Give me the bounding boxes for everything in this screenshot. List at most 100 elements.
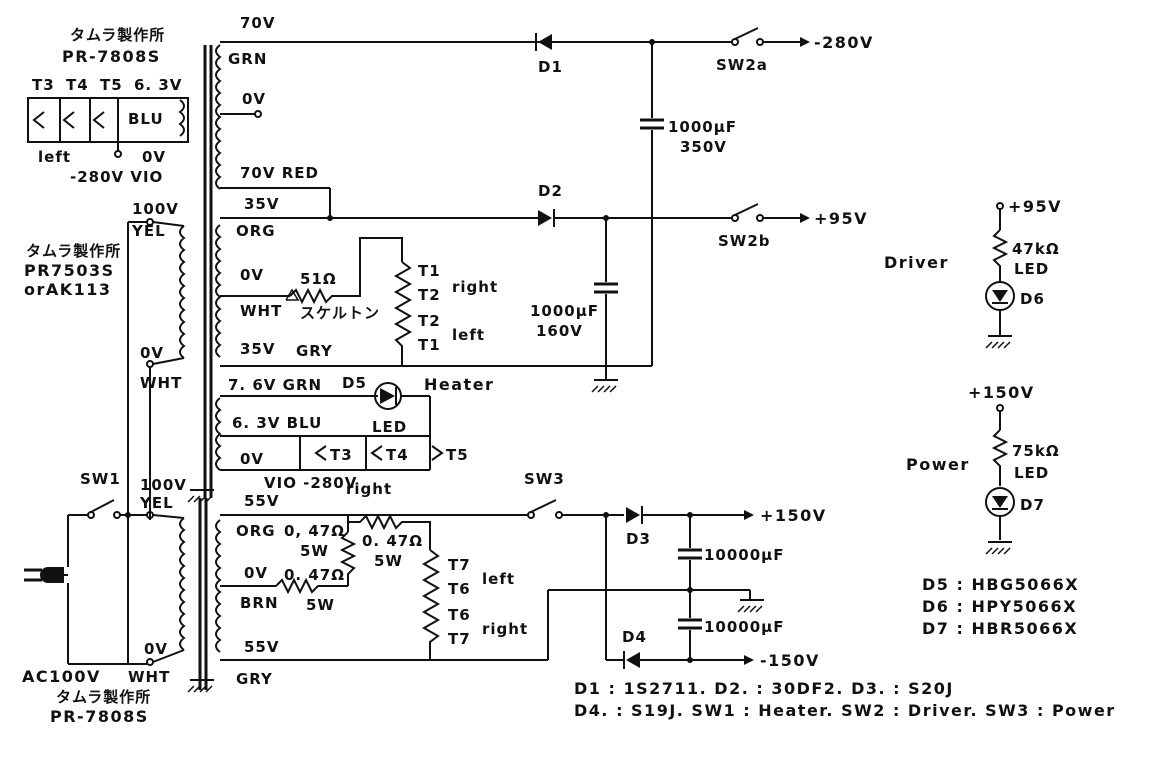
transformer-cores <box>198 45 213 690</box>
r47k-label: 47kΩ <box>1012 240 1060 258</box>
c3-value: 10000μF <box>704 546 784 564</box>
ground-symbol <box>187 489 214 503</box>
capacitor-c1 <box>640 118 664 130</box>
tube-t2b: T2 <box>418 312 441 330</box>
out-pos150: +150V <box>760 506 827 525</box>
heater-coil <box>215 395 431 471</box>
b-org: ORG <box>236 522 276 540</box>
h-76v: 7. 6V GRN <box>228 376 322 394</box>
btube-t6b: T6 <box>448 606 471 624</box>
c2-voltage: 160V <box>536 322 583 340</box>
out-pos95: +95V <box>814 209 868 228</box>
switch-sw2b[interactable] <box>731 203 810 223</box>
tube-right: right <box>452 278 498 296</box>
prim-wht-a: WHT <box>140 374 182 392</box>
prim-yel-a: YEL <box>131 222 166 240</box>
switch-sw2a[interactable] <box>731 27 810 47</box>
r51-label: 51Ω <box>300 270 337 288</box>
t1-model: PR-7808S <box>62 47 161 66</box>
ind-150v: +150V <box>968 383 1035 402</box>
heater-t3: T3 <box>330 446 353 464</box>
prim-100v-a: 100V <box>132 200 179 218</box>
led-list-d5: D5 : HBG5066X <box>922 575 1079 594</box>
driver-label: Driver <box>884 253 949 272</box>
r047c-watt: 5W <box>374 552 403 570</box>
d6-led: LED <box>1014 260 1049 278</box>
t3-model: PR-7808S <box>50 707 149 726</box>
mid-secondary-coil <box>215 217 652 367</box>
box-v63: 6. 3V <box>134 76 182 94</box>
btube-t7b: T7 <box>448 630 471 648</box>
heater-t5: T5 <box>446 446 469 464</box>
t2-model: PR7503S <box>24 261 115 280</box>
sec-35v: 35V <box>244 195 279 213</box>
t2-maker: タムラ製作所 <box>26 242 121 260</box>
btube-t6: T6 <box>448 580 471 598</box>
ground-symbol <box>737 590 764 613</box>
t3-primary-coil <box>128 511 186 666</box>
heater-t4: T4 <box>386 446 409 464</box>
resistor-51 <box>285 237 413 366</box>
r047a-watt: 5W <box>300 542 329 560</box>
r75k-label: 75kΩ <box>1012 442 1060 460</box>
r047a-label: 0, 47Ω <box>284 522 345 540</box>
diode-d1 <box>535 33 732 51</box>
t3-maker: タムラ製作所 <box>56 688 151 706</box>
sec-70v-red: 70V RED <box>240 164 319 182</box>
sec-gry: GRY <box>296 342 333 360</box>
diode-note-1: D1 : 1S2711. D2. : 30DF2. D3. : S20J <box>574 679 954 698</box>
t1-maker: タムラ製作所 <box>70 26 165 44</box>
sw3-label: SW3 <box>524 470 565 488</box>
resistor-network <box>220 513 441 660</box>
b-0v: 0V <box>244 564 268 582</box>
d4-label: D4 <box>622 628 647 646</box>
r047b-watt: 5W <box>306 596 335 614</box>
sw2a-label: SW2a <box>716 56 768 74</box>
ground-symbol <box>187 679 214 693</box>
prim-0v-b: 0V <box>144 640 168 658</box>
power-indicator <box>985 404 1015 555</box>
c1-value: 1000μF <box>668 118 737 136</box>
sec-35v-b: 35V <box>240 340 275 358</box>
sw2b-label: SW2b <box>718 232 771 250</box>
r047b-label: 0. 47Ω <box>284 566 345 584</box>
r047c-label: 0. 47Ω <box>362 532 423 550</box>
switch-sw1[interactable] <box>68 499 147 519</box>
top-secondary-coil <box>215 41 545 218</box>
heater-label: Heater <box>424 375 494 394</box>
box-blu: BLU <box>128 110 164 128</box>
ind-95v: +95V <box>1008 197 1062 216</box>
driver-indicator <box>985 202 1015 349</box>
box-t5: T5 <box>100 76 123 94</box>
tube-t2: T2 <box>418 286 441 304</box>
out-neg280: -280V <box>814 33 874 52</box>
sec-org: ORG <box>236 222 276 240</box>
out-neg150: -150V <box>760 651 820 670</box>
d7-led: LED <box>1014 464 1049 482</box>
h-63v: 6. 3V BLU <box>232 414 322 432</box>
sec-70v: 70V <box>240 14 275 32</box>
h-vio: VIO -280V <box>264 474 357 492</box>
c2-value: 1000μF <box>530 302 599 320</box>
node <box>687 657 693 663</box>
prim-100v-b: 100V <box>140 476 187 494</box>
d7-label: D7 <box>1020 496 1045 514</box>
sec-0v: 0V <box>242 90 266 108</box>
box-t4: T4 <box>66 76 89 94</box>
d2-label: D2 <box>538 182 563 200</box>
prim-wht-b: WHT <box>128 668 170 686</box>
sw1-label: SW1 <box>80 470 121 488</box>
capacitor-c4 <box>678 618 702 630</box>
led-list-d6: D6 : HPY5066X <box>922 597 1077 616</box>
led-d5 <box>374 382 430 410</box>
tube-left: left <box>452 326 485 344</box>
sec-wht: WHT <box>240 302 282 320</box>
d1-label: D1 <box>538 58 563 76</box>
heater-tube-t3 <box>314 445 327 461</box>
switch-sw3[interactable] <box>527 499 624 519</box>
skeleton-label: スケルトン <box>300 304 380 322</box>
b-gry: GRY <box>236 670 273 688</box>
btube-right: right <box>482 620 528 638</box>
box-left: left <box>38 148 71 166</box>
